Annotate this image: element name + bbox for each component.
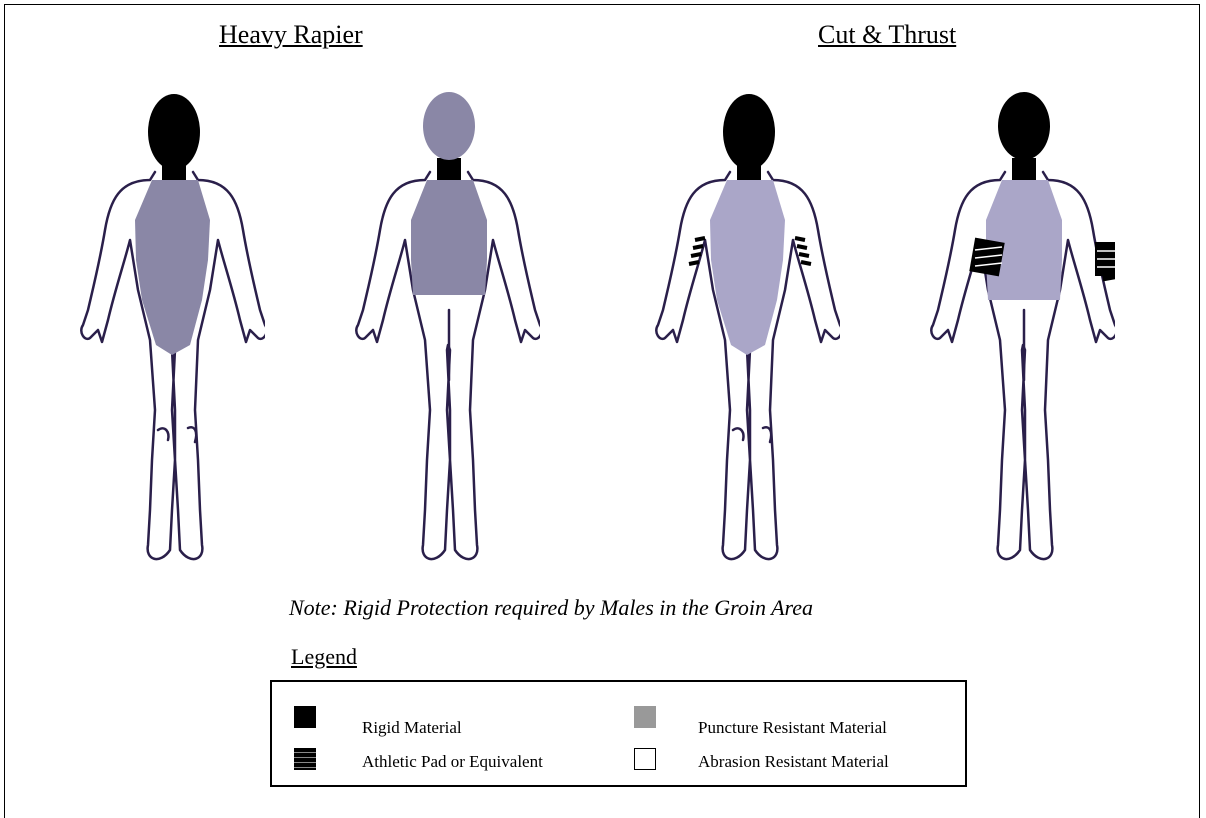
rigid-material-label: Rigid Material: [362, 718, 462, 738]
figure-cut-thrust-back: [930, 80, 1115, 570]
heading-heavy-rapier: Heavy Rapier: [219, 20, 363, 50]
torso-puncture: [411, 180, 487, 295]
knee-lines: [733, 427, 771, 442]
puncture-resistant-swatch: [634, 706, 656, 728]
puncture-resistant-label: Puncture Resistant Material: [698, 718, 887, 738]
heading-cut-and-thrust: Cut & Thrust: [818, 20, 956, 50]
torso-puncture: [986, 180, 1062, 300]
figure-heavy-rapier-front: [80, 80, 265, 570]
figure-heavy-rapier-back: [355, 80, 540, 570]
head-rigid: [723, 94, 775, 170]
groin-protection-note: Note: Rigid Protection required by Males…: [289, 595, 813, 621]
abrasion-resistant-label: Abrasion Resistant Material: [698, 752, 889, 772]
neck-rigid: [1012, 158, 1036, 180]
abrasion-resistant-swatch: [634, 748, 656, 770]
knee-lines: [158, 427, 196, 442]
athletic-pad-label: Athletic Pad or Equivalent: [362, 752, 543, 772]
legend-box: Rigid Material Puncture Resistant Materi…: [270, 680, 967, 787]
head-rigid: [148, 94, 200, 170]
legend-title: Legend: [291, 644, 357, 670]
head-rigid: [998, 92, 1050, 160]
athletic-pad-swatch: [294, 748, 316, 770]
figure-cut-thrust-front: [655, 80, 840, 570]
head-puncture: [423, 92, 475, 160]
rigid-material-swatch: [294, 706, 316, 728]
neck-rigid: [437, 158, 461, 180]
